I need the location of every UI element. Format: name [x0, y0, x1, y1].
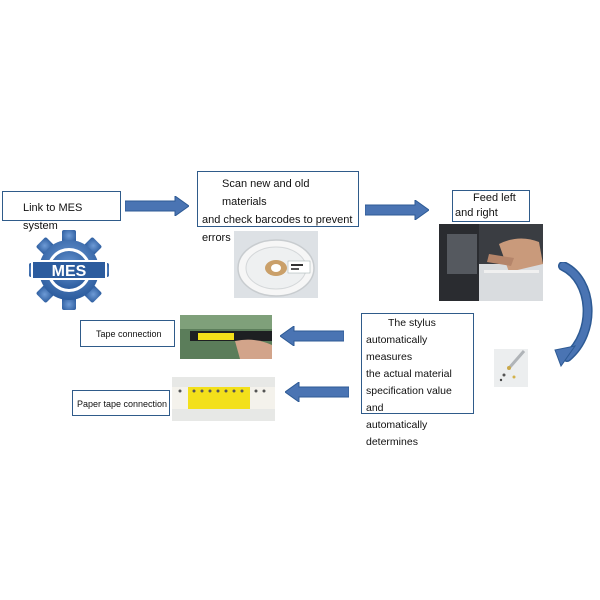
step-stylus-line-2: automatically measures: [366, 334, 428, 363]
step-stylus-line-3: the actual material: [366, 368, 452, 380]
arrow-right-1: [125, 196, 189, 216]
paper-tape-photo: [172, 377, 275, 421]
gear-icon: MES: [29, 230, 109, 310]
step-paper-tape-connection-box: Paper tape connection: [72, 390, 170, 416]
step-feed-line-2: and right: [455, 207, 498, 219]
arrow-left-1: [280, 326, 344, 346]
mes-logo: MES: [28, 229, 110, 311]
stylus-components-photo: [494, 349, 528, 387]
step-scan-line-1: Scan new and old materials: [222, 178, 310, 208]
step-scan-line-2: and check barcodes to prevent: [202, 214, 353, 226]
feeder-machine-photo: [439, 224, 543, 301]
step-tape-connection-label: Tape connection: [96, 329, 162, 339]
tape-connection-photo: [180, 315, 272, 359]
step-feed-line-1: Feed left: [473, 192, 516, 204]
arrow-curved-down: [545, 262, 600, 372]
step-link-mes-label: Link to MES system: [23, 202, 83, 232]
arrow-left-2: [285, 382, 349, 402]
reel-photo: [234, 231, 318, 298]
step-stylus-line-4: specification value and: [366, 385, 452, 414]
step-tape-connection-box: Tape connection: [80, 320, 175, 347]
step-scan-box: Scan new and old materials and check bar…: [197, 171, 359, 244]
step-stylus-line-6: determines: [366, 436, 418, 448]
step-stylus-line-5: automatically: [366, 419, 428, 431]
step-scan-line-3: errors: [202, 232, 231, 244]
arrow-right-2: [365, 200, 429, 220]
step-paper-tape-connection-label: Paper tape connection: [77, 399, 168, 409]
step-stylus-box: The stylus automatically measures the ac…: [361, 313, 474, 448]
step-feed-box: Feed left and right: [452, 190, 530, 222]
step-stylus-line-1: The stylus: [388, 317, 436, 329]
mes-logo-text: MES: [52, 263, 87, 280]
step-link-mes-box: Link to MES system: [2, 191, 121, 232]
